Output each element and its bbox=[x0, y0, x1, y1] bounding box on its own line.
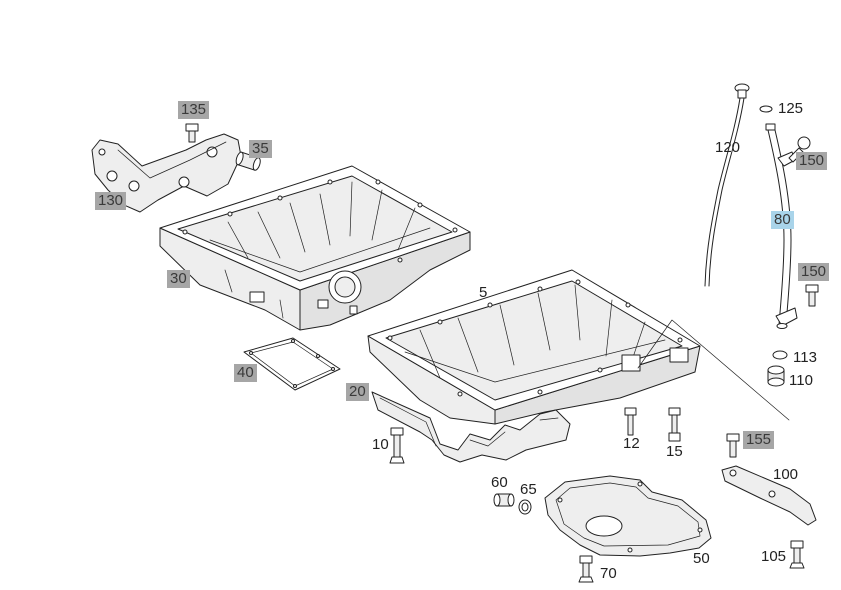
callout-label: 110 bbox=[789, 372, 813, 389]
callout-label: 80 bbox=[771, 211, 794, 229]
lower-oil-pan bbox=[367, 269, 701, 425]
oil-dipstick bbox=[704, 83, 750, 287]
washer bbox=[518, 499, 532, 515]
callout-label: 65 bbox=[520, 481, 537, 498]
bolt-105 bbox=[789, 540, 805, 569]
bolt-155 bbox=[726, 433, 740, 458]
bolt-15 bbox=[668, 407, 681, 442]
callout-label: 35 bbox=[249, 140, 272, 158]
callout-label: 70 bbox=[600, 565, 617, 582]
upper-oil-pan bbox=[159, 165, 471, 331]
plug-60 bbox=[493, 493, 515, 507]
mounting-bracket bbox=[721, 465, 817, 526]
callout-label: 50 bbox=[693, 550, 710, 567]
pan-gasket bbox=[243, 337, 341, 391]
callout-label: 40 bbox=[234, 364, 257, 382]
callout-label: 120 bbox=[715, 139, 741, 156]
o-ring-113 bbox=[772, 350, 788, 360]
callout-label: 60 bbox=[491, 474, 508, 491]
drain-plug bbox=[767, 365, 785, 387]
callout-label: 130 bbox=[95, 192, 127, 210]
bolt-12 bbox=[624, 407, 637, 436]
o-ring-125 bbox=[759, 105, 773, 113]
leader-line bbox=[637, 319, 790, 421]
bolt-70 bbox=[578, 555, 594, 583]
callout-label: 12 bbox=[623, 435, 640, 452]
callout-label: 30 bbox=[167, 270, 190, 288]
callout-label: 5 bbox=[479, 284, 488, 301]
callout-label: 10 bbox=[372, 436, 389, 453]
bolt-10 bbox=[389, 427, 405, 464]
callout-label: 113 bbox=[793, 349, 817, 366]
callout-label: 100 bbox=[773, 466, 799, 483]
sleeve bbox=[235, 151, 261, 171]
callout-label: 15 bbox=[666, 443, 683, 460]
bolt-150-lower bbox=[805, 284, 819, 307]
dipstick-guide-tube bbox=[765, 123, 798, 329]
callout-label: 20 bbox=[346, 383, 369, 401]
bolt-135 bbox=[185, 123, 199, 143]
pan-seal bbox=[371, 391, 571, 463]
callout-label: 155 bbox=[743, 431, 775, 449]
callout-label: 135 bbox=[178, 101, 210, 119]
pan-cover-plate bbox=[544, 475, 712, 557]
callout-label: 125 bbox=[778, 100, 804, 117]
callout-label: 150 bbox=[796, 152, 828, 170]
bolt-150-upper bbox=[788, 136, 811, 163]
callout-label: 150 bbox=[798, 263, 830, 281]
callout-label: 105 bbox=[761, 548, 787, 565]
